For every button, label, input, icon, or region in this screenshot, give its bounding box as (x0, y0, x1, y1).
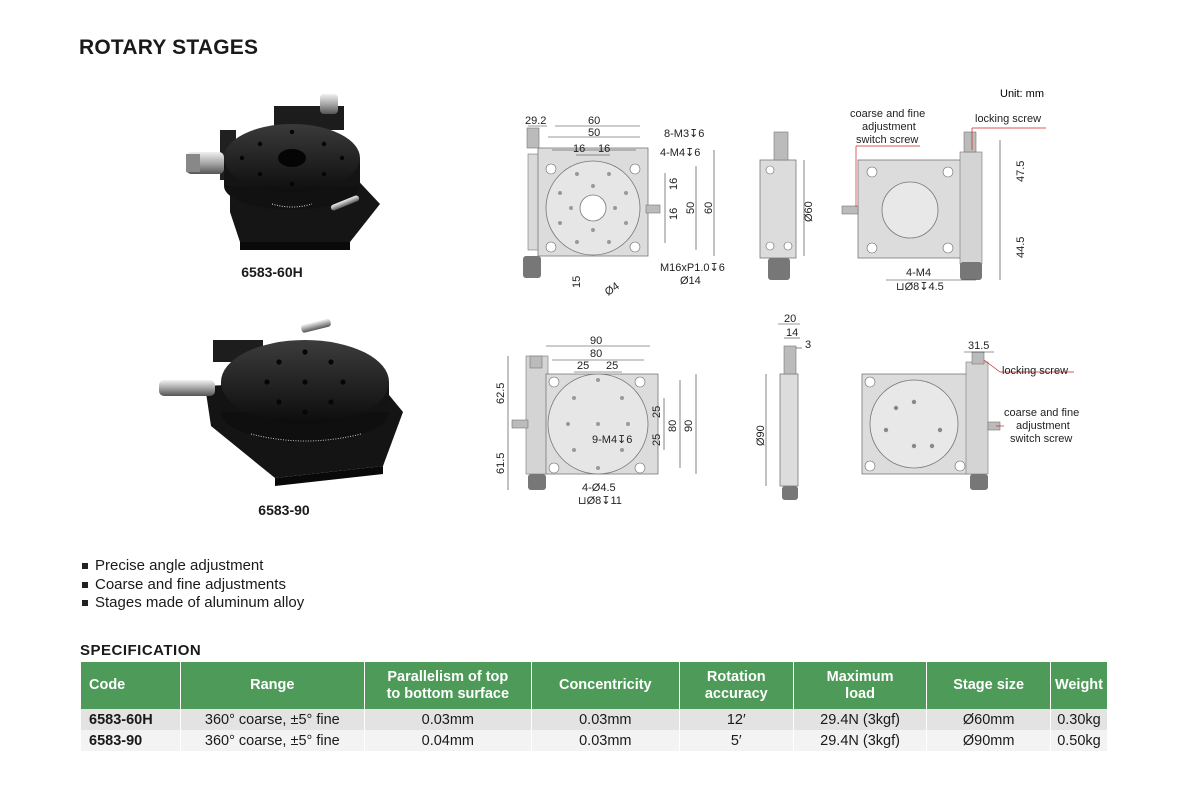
column-header-range: Range (180, 662, 365, 709)
cell-concentricity: 0.03mm (531, 730, 680, 751)
svg-text:44.5: 44.5 (1015, 237, 1027, 258)
drawing-90-front: 90 80 25 25 62.5 61.5 25 25 80 90 9-M4↧6… (495, 335, 697, 507)
cell-code: 6583-60H (81, 709, 181, 730)
specification-heading: SPECIFICATION (80, 642, 202, 659)
svg-text:14: 14 (786, 327, 798, 339)
svg-text:Unit: mm: Unit: mm (1000, 88, 1044, 100)
svg-text:coarse and fine: coarse and fine (1004, 407, 1079, 419)
svg-text:16: 16 (573, 143, 585, 155)
cell-rotation-accuracy: 5′ (679, 730, 794, 751)
column-header-concentricity: Concentricity (531, 662, 680, 709)
cell-stage-size: Ø60mm (926, 709, 1051, 730)
svg-text:Ø4: Ø4 (603, 280, 622, 298)
svg-text:locking screw: locking screw (1002, 365, 1068, 377)
cell-code: 6583-90 (81, 730, 181, 751)
technical-drawings: Unit: mm 29.2 60 50 16 16 8-M3↧6 (495, 88, 1079, 507)
svg-text:25: 25 (651, 406, 663, 418)
svg-text:Ø60: Ø60 (803, 201, 815, 222)
column-header-code: Code (81, 662, 181, 709)
svg-text:locking screw: locking screw (975, 113, 1041, 125)
svg-text:adjustment: adjustment (862, 121, 916, 133)
svg-text:25: 25 (651, 434, 663, 446)
product-photo-6583-90 (159, 318, 403, 486)
table-row: 6583-60H 360° coarse, ±5° fine 0.03mm 0.… (81, 709, 1107, 730)
cell-weight: 0.30kg (1050, 709, 1107, 730)
svg-text:29.2: 29.2 (525, 115, 546, 127)
table-row: 6583-90 360° coarse, ±5° fine 0.04mm 0.0… (81, 730, 1107, 751)
svg-text:⊔Ø8↧4.5: ⊔Ø8↧4.5 (896, 281, 944, 293)
cell-stage-size: Ø90mm (926, 730, 1051, 751)
svg-text:50: 50 (685, 202, 697, 214)
svg-text:adjustment: adjustment (1016, 420, 1070, 432)
feature-item: Coarse and fine adjustments (81, 576, 304, 595)
svg-text:60: 60 (703, 202, 715, 214)
svg-text:15: 15 (571, 276, 583, 288)
cell-range: 360° coarse, ±5° fine (180, 709, 365, 730)
svg-text:31.5: 31.5 (968, 340, 989, 352)
svg-text:4-Ø4.5: 4-Ø4.5 (582, 482, 616, 494)
svg-text:switch screw: switch screw (1010, 433, 1072, 445)
product-photo-6583-60h (186, 94, 380, 250)
cell-range: 360° coarse, ±5° fine (180, 730, 365, 751)
drawing-90-side: 20 14 3 Ø90 (755, 313, 811, 500)
svg-text:47.5: 47.5 (1015, 161, 1027, 182)
cell-concentricity: 0.03mm (531, 709, 680, 730)
cell-maximum-load: 29.4N (3kgf) (793, 730, 928, 751)
svg-text:60: 60 (588, 115, 600, 127)
svg-text:⊔Ø8↧11: ⊔Ø8↧11 (578, 495, 622, 507)
svg-text:coarse and fine: coarse and fine (850, 108, 925, 120)
svg-text:4-M4: 4-M4 (906, 267, 931, 279)
svg-text:25: 25 (606, 360, 618, 372)
drawing-60h-side: Ø60 (759, 131, 815, 280)
svg-text:Ø90: Ø90 (755, 425, 767, 446)
svg-text:50: 50 (588, 127, 600, 139)
cell-maximum-load: 29.4N (3kgf) (793, 709, 928, 730)
svg-text:90: 90 (683, 420, 695, 432)
svg-text:8-M3↧6: 8-M3↧6 (664, 128, 704, 140)
svg-text:16: 16 (598, 143, 610, 155)
feature-item: Stages made of aluminum alloy (81, 594, 304, 613)
unit-label: Unit: mm (1000, 88, 1044, 100)
svg-text:62.5: 62.5 (495, 383, 507, 404)
cell-parallelism: 0.04mm (364, 730, 532, 751)
svg-text:80: 80 (590, 348, 602, 360)
product-caption-6583-60h: 6583-60H (241, 264, 303, 280)
svg-text:M16xP1.0↧6: M16xP1.0↧6 (660, 262, 725, 274)
column-header-stage-size: Stage size (926, 662, 1051, 709)
svg-text:61.5: 61.5 (495, 453, 507, 474)
svg-text:4-M4↧6: 4-M4↧6 (660, 147, 700, 159)
feature-list: Precise angle adjustment Coarse and fine… (81, 557, 304, 613)
product-caption-6583-90: 6583-90 (258, 502, 310, 518)
drawing-60h-front: 29.2 60 50 16 16 8-M3↧6 4-M4↧6 16 16 50 … (523, 115, 725, 298)
drawing-90-back: 31.5 locking screw coarse and fine adjus… (861, 340, 1079, 490)
drawing-60h-back: coarse and fine adjustment switch screw … (841, 108, 1046, 293)
feature-item: Precise angle adjustment (81, 557, 304, 576)
svg-text:80: 80 (667, 420, 679, 432)
svg-text:Ø14: Ø14 (680, 275, 701, 287)
svg-text:16: 16 (668, 178, 680, 190)
svg-text:25: 25 (577, 360, 589, 372)
svg-text:9-M4↧6: 9-M4↧6 (592, 434, 632, 446)
svg-text:3: 3 (805, 339, 811, 351)
cell-parallelism: 0.03mm (364, 709, 532, 730)
svg-text:switch screw: switch screw (856, 134, 918, 146)
cell-rotation-accuracy: 12′ (679, 709, 794, 730)
column-header-weight: Weight (1050, 662, 1107, 709)
cell-weight: 0.50kg (1050, 730, 1107, 751)
svg-text:20: 20 (784, 313, 796, 325)
svg-text:90: 90 (590, 335, 602, 347)
page-title: ROTARY STAGES (79, 36, 259, 59)
svg-text:16: 16 (668, 208, 680, 220)
